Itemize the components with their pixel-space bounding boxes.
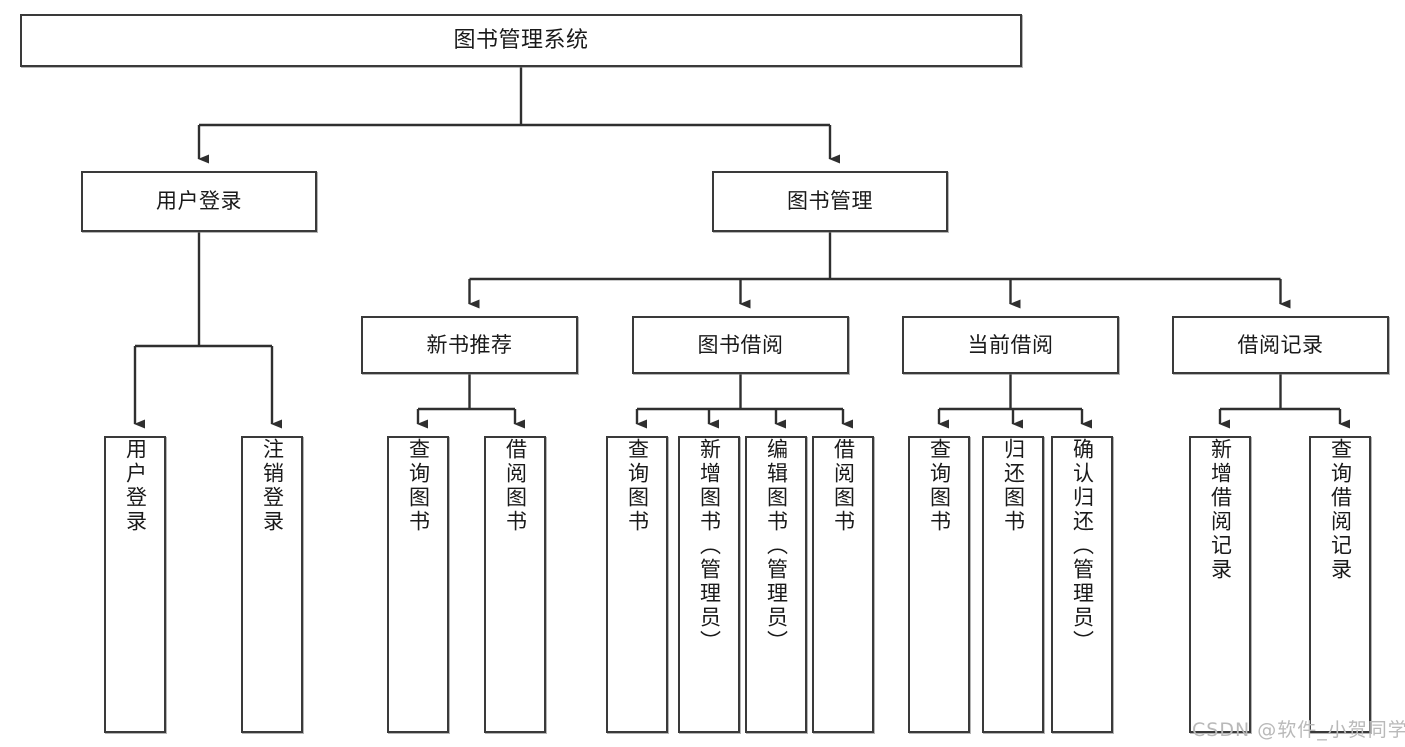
node-label: 新增借阅记录 bbox=[1208, 438, 1233, 582]
node-label: 图书管理系统 bbox=[453, 27, 589, 53]
node-label: 查询图书 bbox=[625, 438, 650, 534]
node-label: 编辑图书（管理员） bbox=[764, 438, 789, 654]
node-label: 图书借阅 bbox=[697, 332, 784, 357]
node-book-borrow[interactable]: 图书借阅 bbox=[632, 316, 849, 374]
node-label: 查询图书 bbox=[406, 438, 431, 534]
node-label: 归还图书 bbox=[1001, 438, 1026, 534]
node-label: 确认归还（管理员） bbox=[1070, 438, 1095, 654]
watermark: CSDN @软件_小贺同学 bbox=[1192, 719, 1405, 741]
node-label: 借阅图书 bbox=[503, 438, 528, 534]
node-label: 新书推荐 bbox=[426, 332, 513, 357]
node-label: 查询图书 bbox=[927, 438, 952, 534]
leaf-confirm-return-admin[interactable]: 确认归还（管理员） bbox=[1051, 436, 1113, 733]
node-label: 新增图书（管理员） bbox=[697, 438, 722, 654]
node-borrow-record[interactable]: 借阅记录 bbox=[1172, 316, 1389, 374]
leaf-edit-book-admin[interactable]: 编辑图书（管理员） bbox=[745, 436, 807, 733]
node-label: 查询借阅记录 bbox=[1328, 438, 1353, 582]
node-label: 用户登录 bbox=[156, 189, 242, 214]
node-new-book-recommend[interactable]: 新书推荐 bbox=[361, 316, 578, 374]
leaf-add-book-admin[interactable]: 新增图书（管理员） bbox=[678, 436, 740, 733]
node-label: 注销登录 bbox=[260, 438, 285, 534]
node-root[interactable]: 图书管理系统 bbox=[20, 14, 1022, 67]
leaf-user-login[interactable]: 用户登录 bbox=[104, 436, 166, 733]
node-label: 当前借阅 bbox=[967, 332, 1054, 357]
leaf-borrow-book-2[interactable]: 借阅图书 bbox=[812, 436, 874, 733]
node-book-management[interactable]: 图书管理 bbox=[712, 171, 948, 232]
leaf-query-book-2[interactable]: 查询图书 bbox=[606, 436, 668, 733]
node-label: 用户登录 bbox=[123, 438, 148, 534]
leaf-query-borrow-record[interactable]: 查询借阅记录 bbox=[1309, 436, 1371, 733]
leaf-query-book-3[interactable]: 查询图书 bbox=[908, 436, 970, 733]
leaf-user-logout[interactable]: 注销登录 bbox=[241, 436, 303, 733]
leaf-query-book-1[interactable]: 查询图书 bbox=[387, 436, 449, 733]
node-label: 借阅记录 bbox=[1237, 332, 1324, 357]
node-current-borrow[interactable]: 当前借阅 bbox=[902, 316, 1119, 374]
node-label: 借阅图书 bbox=[831, 438, 856, 534]
node-label: 图书管理 bbox=[787, 189, 873, 214]
leaf-return-book[interactable]: 归还图书 bbox=[982, 436, 1044, 733]
leaf-borrow-book-1[interactable]: 借阅图书 bbox=[484, 436, 546, 733]
node-user-login[interactable]: 用户登录 bbox=[81, 171, 317, 232]
leaf-add-borrow-record[interactable]: 新增借阅记录 bbox=[1189, 436, 1251, 733]
